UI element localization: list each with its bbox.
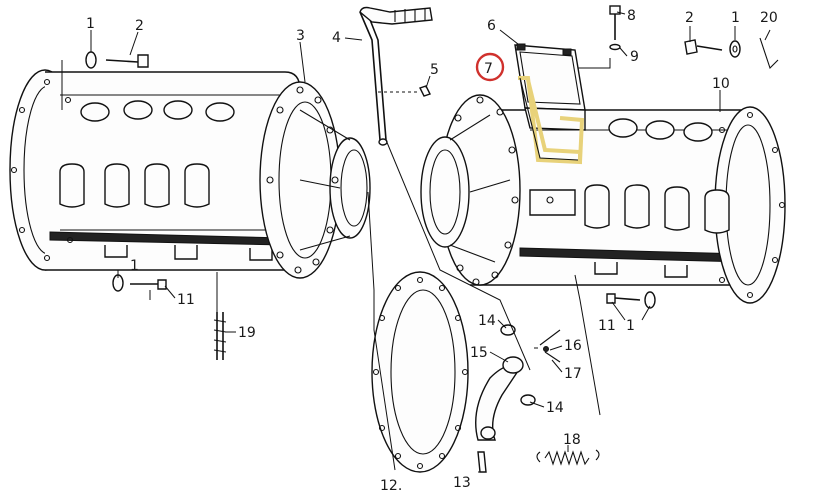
callout-17: 17 — [564, 366, 582, 382]
bolt-11-washer-1-right — [606, 291, 656, 309]
flange-3-holes — [266, 86, 339, 274]
right-side-cups — [584, 184, 730, 234]
callout-8: 8 — [627, 8, 636, 24]
callout-19: 19 — [238, 325, 256, 341]
callout-3: 3 — [296, 28, 305, 44]
callout-11-left: 11 — [177, 292, 195, 308]
callout-16: 16 — [564, 338, 582, 354]
left-housing — [9, 69, 301, 271]
bolt-2-washer-1-left — [85, 51, 149, 69]
spring-18 — [536, 449, 600, 466]
lever-part-4 — [359, 6, 433, 146]
bolt-11-washer-1-left — [112, 274, 167, 292]
part-5-pin — [378, 85, 431, 97]
left-side-cups — [59, 163, 210, 208]
gasket-12-holes — [372, 276, 469, 470]
callout-10: 10 — [712, 76, 730, 92]
right-flange-holes — [718, 111, 786, 299]
callout-5: 5 — [430, 62, 439, 78]
right-top-bosses — [608, 118, 713, 142]
callout-1-right: 1 — [731, 10, 740, 26]
gasket-12 — [371, 271, 469, 473]
highlight-ring-part-7 — [475, 52, 505, 82]
callout-1-bottom-left: 1 — [130, 258, 139, 274]
callout-4: 4 — [332, 30, 341, 46]
callout-6: 6 — [487, 18, 496, 34]
callout-14-top: 14 — [478, 313, 496, 329]
callout-1-bottom-right: 1 — [626, 318, 635, 334]
right-front-flange-holes — [454, 96, 519, 286]
callout-13: 13 — [453, 475, 471, 491]
pin-13 — [477, 451, 487, 473]
callout-9: 9 — [630, 49, 639, 65]
stud-19 — [213, 312, 227, 360]
bolt-8-washer-9 — [609, 5, 621, 51]
left-flange-holes — [10, 78, 74, 262]
right-housing — [470, 106, 786, 304]
callout-18: 18 — [563, 432, 581, 448]
leader-lines — [61, 11, 771, 473]
spring-clip-16-17 — [534, 329, 561, 363]
callout-12: 12. — [380, 478, 402, 494]
right-front-flange — [420, 94, 521, 286]
callout-7: 7 — [484, 61, 493, 77]
bolt-2-washer-1-right — [684, 39, 741, 58]
left-top-bosses — [80, 100, 235, 122]
callout-14-bottom: 14 — [546, 400, 564, 416]
callout-11-right: 11 — [598, 318, 616, 334]
callout-15: 15 — [470, 345, 488, 361]
fork-15 — [475, 324, 536, 441]
callout-20: 20 — [760, 10, 778, 26]
callout-labels: 1 2 3 4 5 6 7 8 9 2 1 20 10 1 11 19 14 1… — [86, 8, 778, 494]
highlighted-part-7 — [518, 76, 585, 165]
callout-2: 2 — [135, 18, 144, 34]
clip-20 — [759, 37, 779, 70]
callout-1: 1 — [86, 16, 95, 32]
flange-3 — [259, 81, 371, 279]
callout-2-right: 2 — [685, 10, 694, 26]
